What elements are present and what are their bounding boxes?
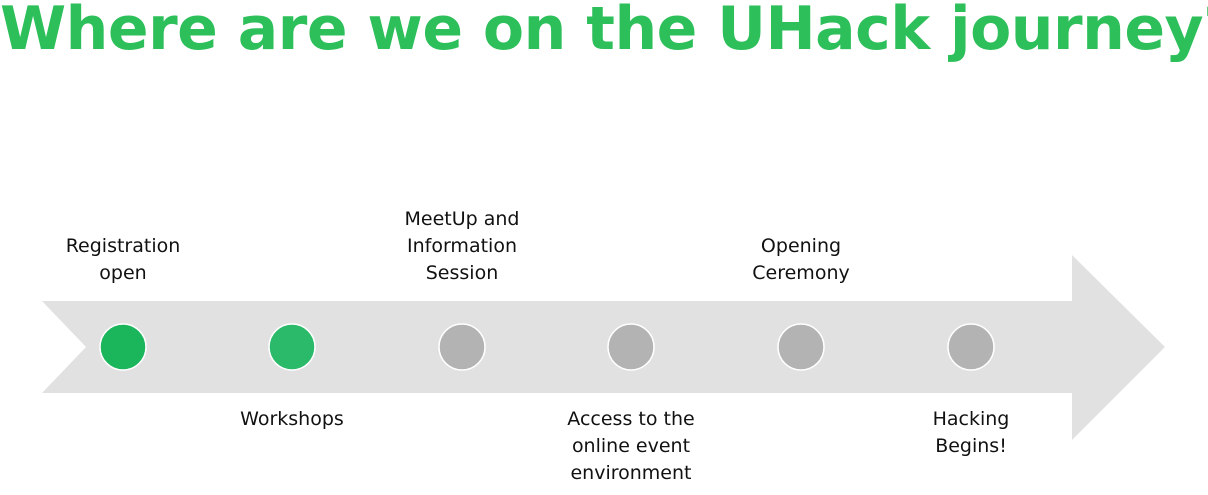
milestone-label-line: environment bbox=[570, 462, 692, 484]
milestone-label: Registration open bbox=[23, 233, 223, 287]
milestone-dot-done bbox=[99, 323, 147, 371]
milestone-label-line: MeetUp and bbox=[404, 208, 520, 230]
milestone-label: Workshops bbox=[192, 406, 392, 433]
arrow-shape bbox=[42, 255, 1165, 440]
milestone-dot-pending bbox=[777, 323, 825, 371]
milestone-dot-pending bbox=[438, 323, 486, 371]
milestone-label-line: open bbox=[99, 262, 147, 284]
milestone-label-line: Workshops bbox=[240, 408, 344, 430]
milestone-label: Access to the online event environment bbox=[531, 406, 731, 487]
milestone-label-line: Hacking bbox=[932, 408, 1010, 430]
milestone-label-line: Information bbox=[407, 235, 517, 257]
milestone-label-line: Access to the bbox=[567, 408, 695, 430]
milestone-dot-current bbox=[268, 323, 316, 371]
milestone-label-line: Session bbox=[425, 262, 499, 284]
milestone-dot-pending bbox=[947, 323, 995, 371]
milestone-label-line: online event bbox=[571, 435, 691, 457]
milestone-label-line: Ceremony bbox=[752, 262, 850, 284]
page-title: Where are we on the UHack journey? bbox=[0, 0, 1208, 64]
milestone-dot-pending bbox=[607, 323, 655, 371]
milestone-label-line: Begins! bbox=[935, 435, 1007, 457]
milestone-label-line: Registration bbox=[65, 235, 181, 257]
milestone-label-line: Opening bbox=[760, 235, 842, 257]
